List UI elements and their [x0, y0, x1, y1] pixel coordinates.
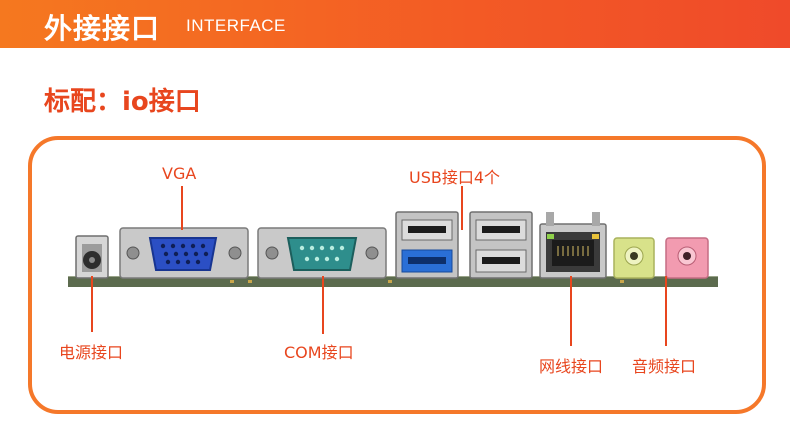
usb-stack-right — [469, 211, 533, 279]
audio-callout-line — [665, 276, 667, 346]
solder-dot — [620, 280, 624, 283]
lan-callout-line — [570, 276, 572, 346]
power-callout-line — [91, 276, 93, 332]
header-title: 外接接口 — [44, 12, 161, 45]
header-subtitle-en: INTERFACE — [186, 16, 286, 35]
solder-dot — [248, 280, 252, 283]
usb-callout-line — [461, 186, 463, 230]
audio-jack-pink — [665, 237, 709, 279]
usb-label: USB接口4个 — [409, 168, 501, 187]
power-label: 电源接口 — [59, 343, 124, 362]
audio-label: 音频接口 — [632, 357, 697, 376]
audio-jack-green — [613, 237, 655, 279]
com-port — [257, 227, 387, 279]
lan-label: 网线接口 — [539, 357, 604, 376]
power-jack — [75, 235, 109, 279]
solder-dot — [388, 280, 392, 283]
circuit-board — [68, 276, 718, 287]
lan-port — [539, 212, 607, 279]
solder-dot — [230, 280, 234, 283]
vga-callout-line — [181, 186, 183, 230]
com-label: COM接口 — [284, 343, 354, 362]
vga-label: VGA — [162, 164, 197, 183]
vga-port — [119, 227, 249, 279]
header-banner: 外接接口 INTERFACE — [0, 0, 790, 48]
section-title: 标配：io接口 — [44, 87, 201, 117]
usb-stack-left — [395, 211, 459, 279]
com-callout-line — [322, 276, 324, 334]
